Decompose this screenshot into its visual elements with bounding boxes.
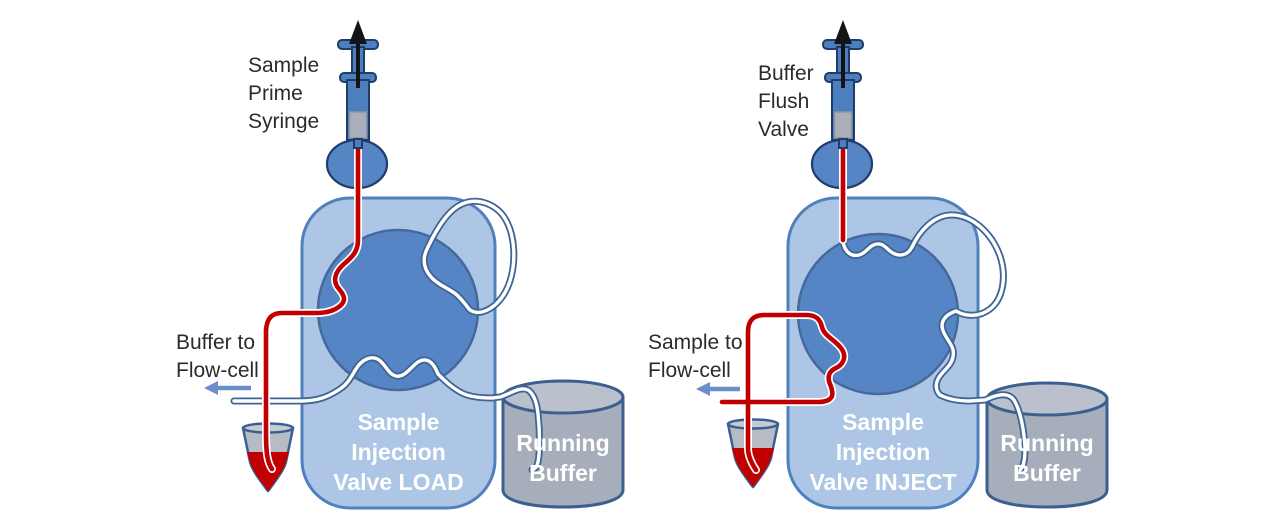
flow-direction-arrow [696, 382, 740, 396]
label-buffer-to-flow-cell: Buffer to Flow-cell [176, 331, 259, 382]
flow-direction-arrow [204, 381, 251, 395]
left-arrow-icon [204, 381, 218, 395]
label-sample-prime-syringe: Sample Prime Syringe [248, 54, 320, 133]
up-arrow-icon [834, 20, 852, 44]
buffer-to-flowcell-tube [230, 354, 543, 474]
valve-rotor [796, 232, 960, 396]
label-buffer-flush-valve: Buffer Flush Valve [758, 62, 814, 141]
load-panel [204, 20, 625, 510]
valve-rotor [316, 228, 480, 392]
label-running-buffer-right: Running Buffer [1000, 430, 1094, 486]
left-arrow-icon [696, 382, 710, 396]
inject-panel [696, 20, 1109, 510]
up-arrow-icon [349, 20, 367, 44]
sample-vial [726, 418, 780, 489]
sample-tube-red [262, 137, 362, 473]
sample-prime-syringe [337, 20, 379, 149]
label-valve-load: Sample Injection Valve LOAD [333, 409, 464, 495]
sample-loop-tube [839, 211, 1029, 474]
label-sample-to-flow-cell: Sample to Flow-cell [648, 331, 743, 382]
sample-loop-tube [420, 197, 518, 316]
sample-tube-red [718, 137, 849, 474]
label-valve-inject: Sample Injection Valve INJECT [809, 409, 957, 495]
label-running-buffer-left: Running Buffer [516, 430, 610, 486]
buffer-flush-syringe [822, 20, 864, 149]
